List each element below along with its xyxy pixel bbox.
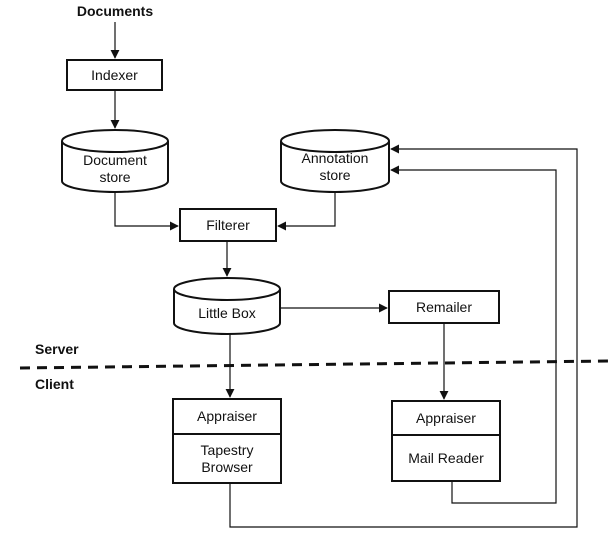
remailer-node: Remailer xyxy=(388,290,500,324)
appraiser-right-label: Appraiser xyxy=(416,410,476,426)
documents-label: Documents xyxy=(77,3,153,19)
edges xyxy=(110,22,578,528)
document-store-label-line2: store xyxy=(99,169,130,185)
server-label: Server xyxy=(35,341,79,357)
mail-reader-label: Mail Reader xyxy=(408,450,484,466)
document-store-label-line1: Document xyxy=(83,152,147,168)
edge-tapestry-feedback-to-annotation-store xyxy=(229,144,578,528)
edge-document-store-to-filterer xyxy=(114,192,179,231)
little-box-node: Little Box xyxy=(173,277,281,335)
tapestry-client-node: Appraiser Tapestry Browser xyxy=(172,398,282,484)
document-store-node: Document store xyxy=(61,129,169,193)
annotation-store-label-line2: store xyxy=(319,167,350,183)
edge-mail-reader-feedback-to-annotation-store xyxy=(390,165,557,504)
mail-client-node: Appraiser Mail Reader xyxy=(391,400,501,482)
edge-annotation-store-to-filterer xyxy=(277,192,336,231)
tapestry-browser-label-line1: Tapestry xyxy=(201,442,254,458)
filterer-node: Filterer xyxy=(179,208,277,242)
remailer-label: Remailer xyxy=(416,299,472,315)
filterer-label: Filterer xyxy=(206,217,250,233)
indexer-node: Indexer xyxy=(66,59,163,91)
annotation-store-label-line1: Annotation xyxy=(302,150,369,166)
server-client-divider xyxy=(19,359,611,370)
indexer-label: Indexer xyxy=(91,67,138,83)
annotation-store-node: Annotation store xyxy=(280,129,390,193)
little-box-label: Little Box xyxy=(198,305,256,321)
client-label: Client xyxy=(35,376,74,392)
appraiser-left-label: Appraiser xyxy=(197,408,257,424)
tapestry-browser-label-line2: Browser xyxy=(201,459,253,475)
